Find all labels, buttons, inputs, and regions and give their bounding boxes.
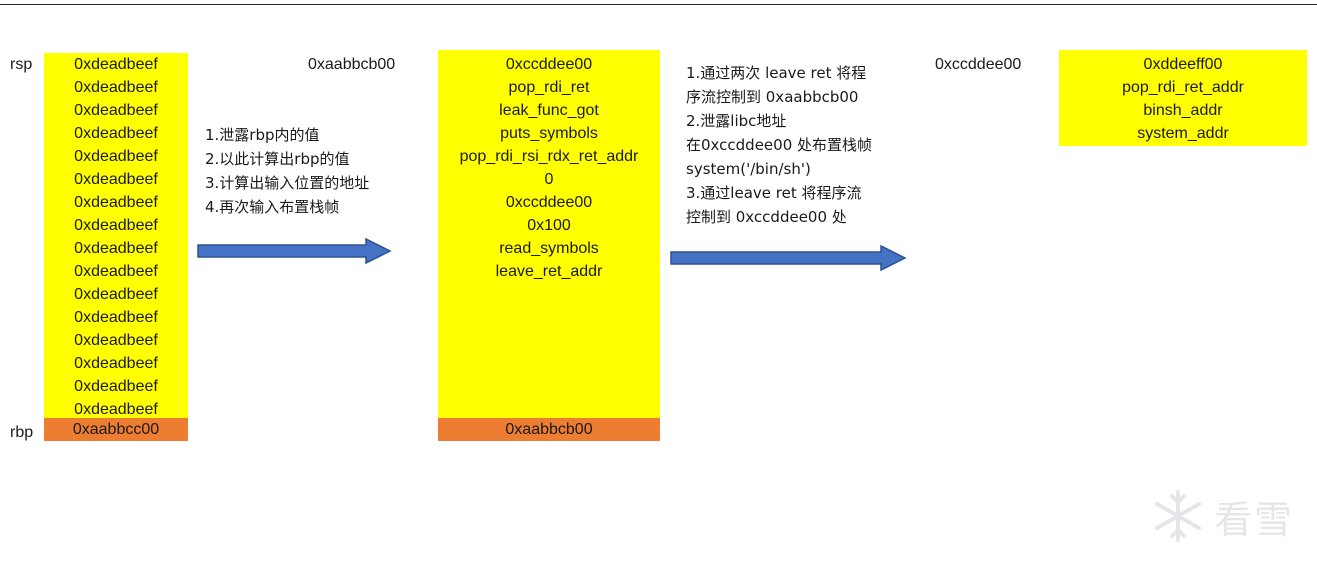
stack-frame-1-cell: 0xdeadbeef [74,378,158,395]
stack-frame-1-cell: 0xdeadbeef [74,148,158,165]
stack-frame-2-cell: leave_ret_addr [495,263,603,280]
stack-frame-2-cell: 0 [544,171,554,188]
step-note-2-line: 2.泄露libc地址 [686,112,787,130]
stack-frame-1-rbp-cell: 0xaabbcc00 [44,418,188,441]
stack-frame-1-cell: 0xdeadbeef [74,401,158,418]
step-note-2-line: 序流控制到 0xaabbcb00 [686,88,859,106]
step-note-1-line: 3.计算出输入位置的地址 [205,174,370,192]
stack-frame-1-cell: 0xdeadbeef [74,240,158,257]
step-note-2-line: 3.通过leave ret 将程序流 [686,184,862,202]
step-note-2-line: 在0xccddee00 处布置栈帧 [686,136,873,154]
kanxue-watermark: 看雪 [1150,488,1294,544]
stack-frame-2-cell: read_symbols [499,240,599,257]
stack-frame-2-cell: 0xccddee00 [505,56,593,73]
stack-frame-2-rbp-cell: 0xaabbcb00 [438,418,660,441]
step-note-1-line: 4.再次输入布置栈帧 [205,198,340,216]
stack-frame-2-cell: pop_rdi_rsi_rdx_ret_addr [459,148,639,165]
stack-frame-1-cell: 0xdeadbeef [74,355,158,372]
watermark-text: 看雪 [1214,497,1295,542]
stack-frame-1-cell: 0xdeadbeef [74,332,158,349]
stack-frame-1-cell: 0xdeadbeef [74,102,158,119]
stack-frame-1-cell: 0xdeadbeef [74,171,158,188]
stack-frame-3-cell: 0xddeeff00 [1143,56,1223,73]
right-arrow-1 [197,237,392,265]
snowflake-icon [1155,490,1201,542]
stack-frame-1-cell: 0xdeadbeef [74,309,158,326]
right-arrow-2 [670,244,907,272]
step-note-2-line: system('/bin/sh') [686,160,811,178]
address-label-aabbcb00: 0xaabbcb00 [308,56,396,73]
stack-frame-2-cell: puts_symbols [500,125,598,142]
stack-frame-3-cell: pop_rdi_ret_addr [1122,79,1244,96]
stack-frame-1-cell: 0xdeadbeef [74,125,158,142]
stack-frame-1-cell: 0xdeadbeef [74,217,158,234]
step-note-2: 1.通过两次 leave ret 将程序流控制到 0xaabbcb00 2.泄露l… [686,61,872,229]
address-label-ccddee00: 0xccddee00 [935,56,1022,73]
stack-frame-2: 0xccddee00 pop_rdi_ret leak_func_got puts_s… [438,50,660,421]
stack-frame-3-cell: binsh_addr [1143,102,1223,119]
stack-frame-2-cell: pop_rdi_ret [508,79,590,96]
stack-frame-1-cell: 0xdeadbeef [74,79,158,96]
stack-frame-2-cell: leak_func_got [499,102,599,119]
step-note-1-line: 1.泄露rbp内的值 [205,126,320,144]
top-header-strip [0,0,1317,5]
stack-frame-1-cell: 0xdeadbeef [74,56,158,73]
rbp-label: rbp [10,424,34,441]
step-note-2-line: 1.通过两次 leave ret 将程 [686,64,867,82]
stack-frame-2-cell: 0x100 [527,217,571,234]
stack-frame-1: 0xdeadbeef 0xdeadbeef 0xdeadbeef 0xdeadbeef… [44,53,188,421]
stack-frame-1-cell: 0xdeadbeef [74,286,158,303]
stack-frame-3-cell: system_addr [1137,125,1229,142]
stack-frame-1-cell: 0xdeadbeef [74,194,158,211]
step-note-2-line: 控制到 0xccddee00 处 [686,208,847,226]
step-note-1: 1.泄露rbp内的值 2.以此计算出rbp的值 3.计算出输入位置的地址 4.再次输入… [205,123,369,219]
step-note-1-line: 2.以此计算出rbp的值 [205,150,350,168]
stack-frame-2-cell: 0xccddee00 [505,194,593,211]
rsp-label: rsp [10,56,33,73]
stack-frame-1-cell: 0xdeadbeef [74,263,158,280]
